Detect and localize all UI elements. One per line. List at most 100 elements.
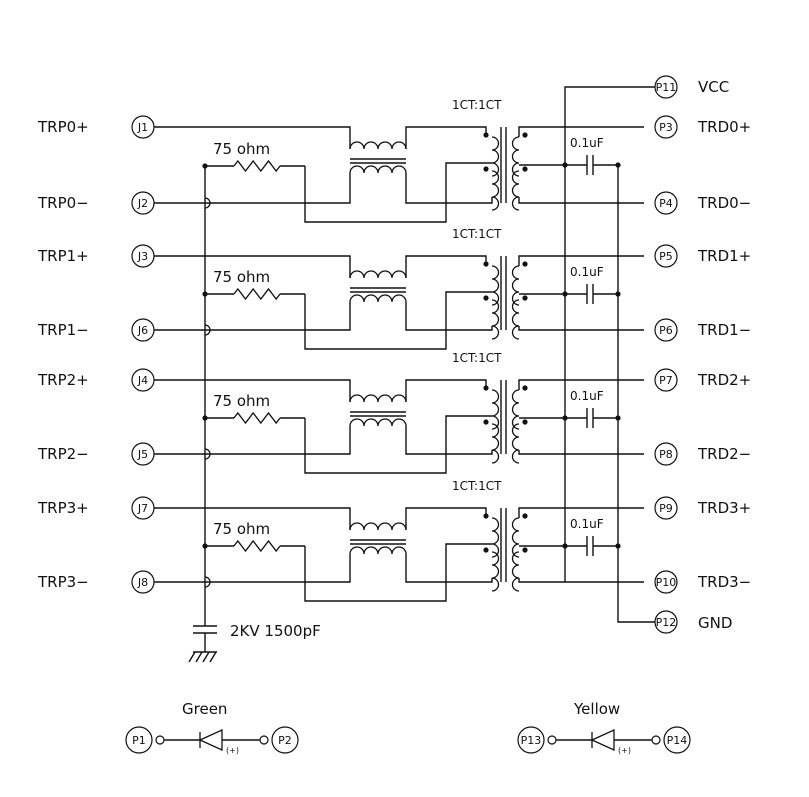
resistor-ch0 <box>233 159 281 173</box>
pin-left-2 <box>131 244 155 268</box>
led-yellow-pin-a-label: P13 <box>521 734 542 747</box>
xfmr-label-ch0: 1CT:1CT <box>452 98 502 112</box>
junction-ch1-gnd <box>615 291 621 297</box>
xfmr-ch3-pol-dot-1 <box>483 513 489 519</box>
chassis-ground-hatch <box>195 651 203 663</box>
led-green-pin-a <box>125 726 153 754</box>
component-layer <box>125 75 691 754</box>
choke-ch3-bot-coil <box>349 546 407 555</box>
label-right-3: TRD1− <box>697 321 751 339</box>
label-left-4: TRP2+ <box>37 371 89 389</box>
xfmr-ch1-pol-dot-1 <box>483 261 489 267</box>
label-right-1: TRD0− <box>697 194 751 212</box>
label-left-6: TRP3+ <box>37 499 89 517</box>
wire-ch0-center-tap <box>304 162 492 223</box>
wire-ch2-plus-in <box>154 379 351 402</box>
junction-ch1-ct <box>562 291 568 297</box>
xfmr-ch0-pri-a <box>491 136 500 177</box>
led-yellow-pin-b-label: P14 <box>667 734 688 747</box>
pin-right-0-label: P3 <box>659 121 673 134</box>
wire-ch3-sec-plus <box>518 507 644 518</box>
label-gnd: GND <box>698 614 732 632</box>
pin-right-2 <box>654 244 678 268</box>
choke-ch0-bot-coil <box>349 165 407 174</box>
xfmr-ch3-pri-b <box>491 551 500 592</box>
junction-ch3-gnd <box>615 543 621 549</box>
xfmr-ch0-pol-dot-3 <box>522 132 528 138</box>
led-yellow-pin-a <box>517 726 545 754</box>
pin-left-2-label: J3 <box>137 250 148 263</box>
xfmr-ch1-pol-dot-4 <box>522 295 528 301</box>
choke-ch2-top-coil <box>349 394 407 403</box>
xfmr-ch2-pol-dot-3 <box>522 385 528 391</box>
cap-label-ch0: 0.1uF <box>570 136 604 150</box>
wire-ch1-sec-minus <box>518 326 644 331</box>
wire-ch2-sec-minus <box>518 450 644 455</box>
junction-ch1-res <box>202 291 208 297</box>
xfmr-label-ch1: 1CT:1CT <box>452 227 502 241</box>
xfmr-ch1-pol-dot-2 <box>483 295 489 301</box>
hv-cap-label: 2KV 1500pF <box>230 622 321 640</box>
wire-ch1-plus-in <box>154 255 351 278</box>
junction-ch0-res <box>202 163 208 169</box>
pin-right-4 <box>654 368 678 392</box>
led-green-pin-b <box>271 726 299 754</box>
cap-label-ch3: 0.1uF <box>570 517 604 531</box>
label-right-5: TRD2− <box>697 445 751 463</box>
led-green-name: Green <box>182 700 227 718</box>
xfmr-ch2-pol-dot-1 <box>483 385 489 391</box>
pin-right-2-label: P5 <box>659 250 673 263</box>
label-right-2: TRD1+ <box>697 247 751 265</box>
pin-left-0 <box>131 115 155 139</box>
pin-left-7 <box>131 570 155 594</box>
led-green-polarity: (+) <box>226 746 239 755</box>
wire-ch3-plus-mid <box>405 507 487 530</box>
wire-ch0-sec-plus <box>518 126 644 137</box>
pin-right-1 <box>654 191 678 215</box>
pin-left-4 <box>131 368 155 392</box>
led-green-terminal-a <box>155 735 165 745</box>
pin-left-3 <box>131 318 155 342</box>
cap-label-ch1: 0.1uF <box>570 265 604 279</box>
pin-left-3-label: J6 <box>137 324 148 337</box>
pin-right-1-label: P4 <box>659 197 673 210</box>
xfmr-ch1-sec-a <box>511 265 520 306</box>
wire-ch1-minus-in <box>154 302 351 331</box>
choke-ch0-top-coil <box>349 141 407 150</box>
resistor-label-ch2: 75 ohm <box>213 392 270 410</box>
cap-label-ch2: 0.1uF <box>570 389 604 403</box>
wire-ch2-minus-mid <box>405 426 493 455</box>
pin-right-3-label: P6 <box>659 324 673 337</box>
pin-vcc-label: P11 <box>656 81 677 94</box>
pin-left-1 <box>131 191 155 215</box>
pin-left-7-label: J8 <box>137 576 148 589</box>
wire-ch0-minus-mid <box>405 173 493 204</box>
pin-gnd-label: P12 <box>656 616 677 629</box>
wire-ch0-minus-in <box>154 173 351 204</box>
label-left-3: TRP1− <box>37 321 89 339</box>
resistor-ch3 <box>233 539 281 553</box>
wire-ch3-plus-in <box>154 507 351 530</box>
xfmr-ch0-pol-dot-4 <box>522 166 528 172</box>
resistor-label-ch3: 75 ohm <box>213 520 270 538</box>
xfmr-ch1-pol-dot-3 <box>522 261 528 267</box>
xfmr-ch0-pol-dot-2 <box>483 166 489 172</box>
chassis-ground-hatch <box>202 651 210 663</box>
xfmr-ch1-sec-b <box>511 299 520 340</box>
led-green-pin-b-label: P2 <box>278 734 292 747</box>
pin-right-3 <box>654 318 678 342</box>
wire-ch3-sec-minus <box>518 578 644 583</box>
label-left-7: TRP3− <box>37 573 89 591</box>
label-right-0: TRD0+ <box>697 118 751 136</box>
wire-ch2-minus-in <box>154 426 351 455</box>
xfmr-ch1-pri-b <box>491 299 500 340</box>
pin-right-5 <box>654 442 678 466</box>
label-right-4: TRD2+ <box>697 371 751 389</box>
xfmr-ch3-pol-dot-2 <box>483 547 489 553</box>
junction-ch0-gnd <box>615 162 621 168</box>
led-green-terminal-b <box>259 735 269 745</box>
wire-ch3-minus-mid <box>405 554 493 583</box>
xfmr-ch3-pri-a <box>491 517 500 558</box>
xfmr-ch2-pol-dot-4 <box>522 419 528 425</box>
